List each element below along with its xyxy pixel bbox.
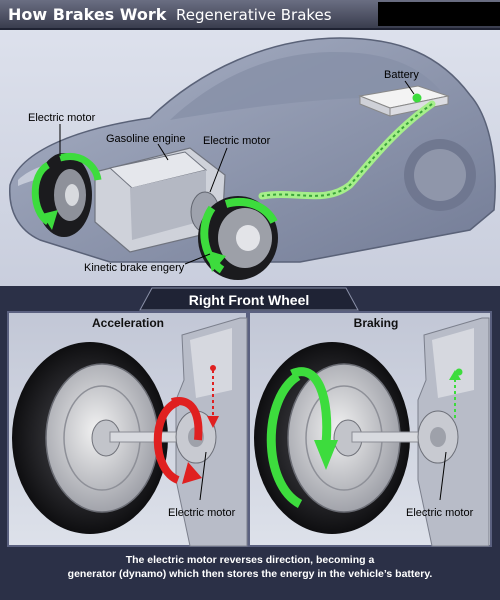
braking-dotted-arrow-icon bbox=[449, 370, 461, 380]
caption-line-1: The electric motor reverses direction, b… bbox=[126, 554, 375, 566]
caption-line-2: generator (dynamo) which then stores the… bbox=[68, 568, 433, 580]
braking-motor-label: Electric motor bbox=[406, 507, 474, 519]
car-left-wheel bbox=[31, 153, 102, 237]
acceleration-dotted-arrow-icon bbox=[207, 416, 219, 428]
brand-title: How Brakes Work bbox=[8, 5, 167, 24]
gasoline-engine-label: Gasoline engine bbox=[106, 133, 186, 145]
battery-label: Battery bbox=[384, 69, 419, 81]
left-wheel-green-arrow-icon bbox=[42, 210, 58, 230]
acceleration-motor-label: Electric motor bbox=[168, 507, 236, 519]
rear-electric-motor-label: Electric motor bbox=[28, 112, 96, 124]
acceleration-red-arrow-icon bbox=[182, 462, 202, 484]
acceleration-label: Acceleration bbox=[92, 316, 164, 330]
logo-block bbox=[378, 2, 500, 26]
kinetic-brake-energy-label: Kinetic brake engery bbox=[84, 262, 185, 274]
section-title: Right Front Wheel bbox=[189, 292, 310, 308]
front-electric-motor-label: Electric motor bbox=[203, 135, 271, 147]
header-bar: How Brakes Work Regenerative Brakes bbox=[0, 0, 500, 30]
braking-panel: Braking Electric motor bbox=[248, 311, 492, 547]
section-title-tab: Right Front Wheel bbox=[139, 287, 359, 311]
leader-lines bbox=[59, 80, 415, 265]
car-front-wheel bbox=[198, 196, 278, 280]
battery-terminal-dot bbox=[412, 93, 422, 103]
page-title: Regenerative Brakes bbox=[176, 6, 332, 24]
acceleration-panel: Acceleration Electric motor bbox=[7, 311, 248, 547]
braking-green-arrow-icon bbox=[314, 440, 338, 470]
front-wheel-green-arrow-icon bbox=[206, 250, 226, 272]
braking-label: Braking bbox=[354, 316, 399, 330]
